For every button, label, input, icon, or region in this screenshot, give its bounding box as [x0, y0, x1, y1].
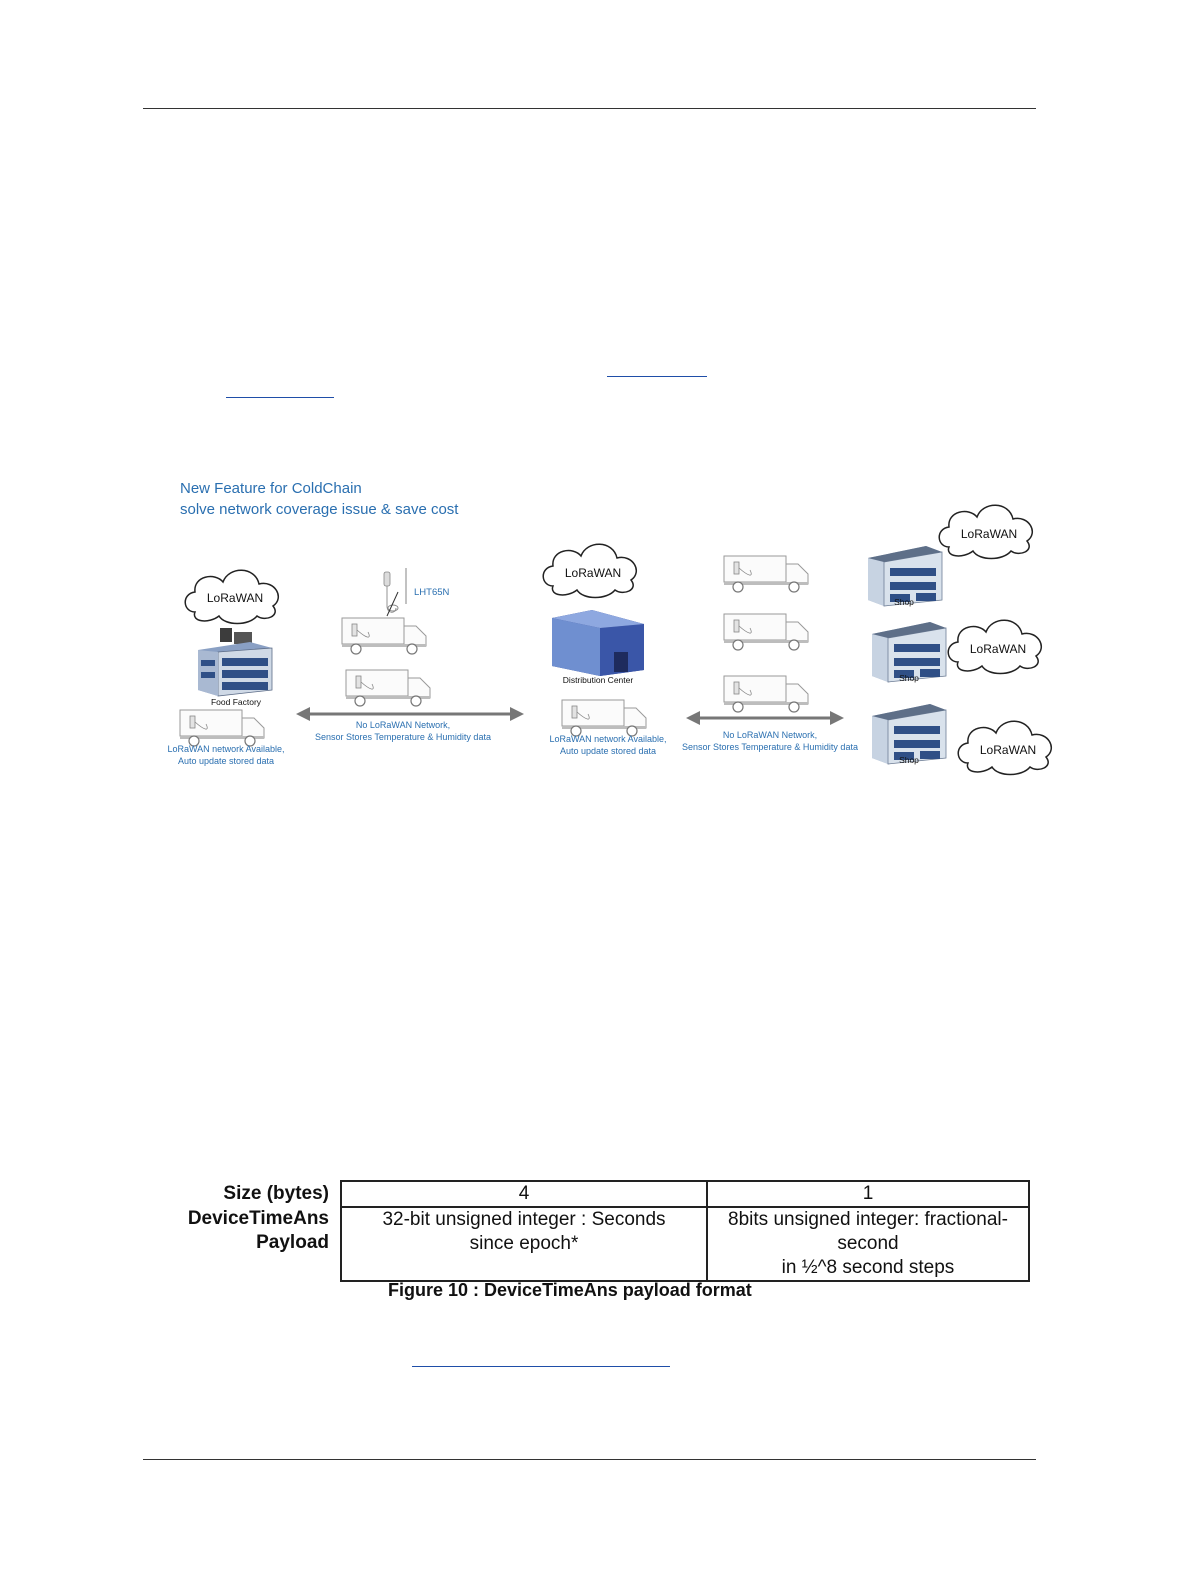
distribution-center-label: Distribution Center [563, 675, 634, 685]
hyperlink-underline-2[interactable] [226, 397, 334, 398]
hyperlink-underline-3[interactable] [412, 1366, 670, 1367]
shop-label-1: Shop [894, 597, 914, 607]
table-row: 4 1 [340, 1180, 1030, 1208]
diagram-heading-line2: solve network coverage issue & save cost [180, 501, 459, 518]
shop-label-2: Shop [899, 673, 919, 683]
arrow1-caption-line1: No LoRaWAN Network, [356, 720, 450, 730]
truck-icon [345, 669, 431, 707]
warehouse-icon [552, 610, 644, 676]
truck-icon [341, 617, 427, 655]
food-factory-label: Food Factory [211, 697, 262, 707]
truck-icon [723, 613, 809, 651]
arrow2-caption-line2: Sensor Stores Temperature & Humidity dat… [682, 742, 858, 752]
sensor-icon [383, 568, 407, 613]
payload-cell-1: 32-bit unsigned integer : Seconds since … [340, 1206, 708, 1282]
cloud-label-shop-1: LoRaWAN [961, 527, 1017, 541]
truck-icon [561, 699, 647, 737]
cloud-label-shop-3: LoRaWAN [980, 743, 1036, 757]
truck-icon [723, 675, 809, 713]
cloud-label-factory: LoRaWAN [207, 591, 263, 605]
dc-caption-line1: LoRaWAN network Available, [549, 734, 666, 744]
double-arrow-icon [296, 707, 524, 721]
row-label-size: Size (bytes) [223, 1183, 329, 1204]
table-row: 32-bit unsigned integer : Seconds since … [340, 1206, 1030, 1282]
footer-rule [143, 1459, 1036, 1460]
payload-cell-2: 8bits unsigned integer: fractional- seco… [706, 1206, 1030, 1282]
truck-icon [723, 555, 809, 593]
dc-caption-line2: Auto update stored data [560, 746, 656, 756]
diagram-heading-line1: New Feature for ColdChain [180, 480, 362, 497]
header-rule [143, 108, 1036, 109]
truck-icon [179, 709, 265, 747]
sensor-pointer-line [386, 591, 399, 617]
arrow1-caption-line2: Sensor Stores Temperature & Humidity dat… [315, 732, 491, 742]
coldchain-diagram: New Feature for ColdChain solve network … [0, 470, 1189, 790]
double-arrow-icon [686, 711, 844, 725]
factory-building-icon [198, 628, 273, 697]
size-cell-1: 4 [340, 1180, 708, 1208]
cloud-label-dc: LoRaWAN [565, 566, 621, 580]
row-label-payload-line1: DeviceTimeAns [187, 1208, 329, 1229]
factory-caption-line2: Auto update stored data [178, 756, 274, 766]
arrow2-caption-line1: No LoRaWAN Network, [723, 730, 817, 740]
cloud-label-shop-2: LoRaWAN [970, 642, 1026, 656]
sensor-label: LHT65N [414, 587, 450, 598]
figure-caption: Figure 10 : DeviceTimeAns payload format [388, 1280, 752, 1300]
hyperlink-underline-1[interactable] [607, 376, 707, 377]
payload-format-table: 4 1 32-bit unsigned integer : Seconds si… [340, 1180, 1030, 1282]
row-label-payload-line2: Payload [256, 1232, 329, 1253]
factory-caption-line1: LoRaWAN network Available, [167, 744, 284, 754]
size-cell-2: 1 [706, 1180, 1030, 1208]
shop-label-3: Shop [899, 755, 919, 765]
